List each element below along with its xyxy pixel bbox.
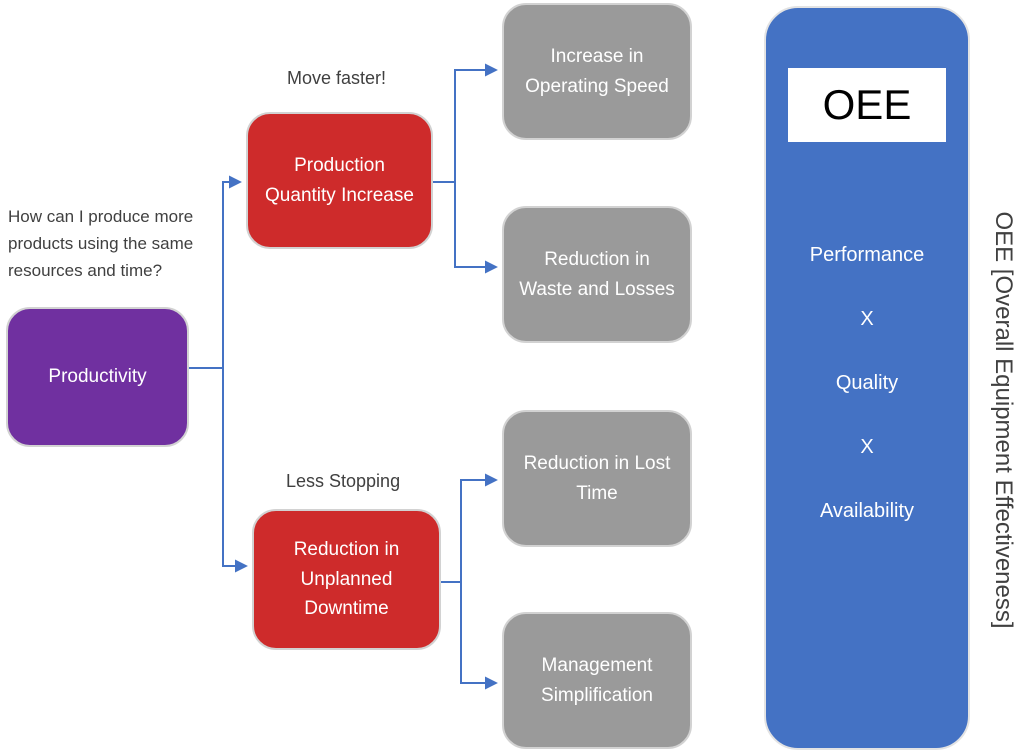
node-management-simplification-label: Management Simplification [541, 655, 653, 706]
oee-factors: Performance X Quality X Availability [766, 241, 968, 525]
oee-factor-multiply-2: X [860, 436, 874, 458]
connector-quantity-to-waste [454, 182, 498, 274]
connector-productivity-to-quantity [189, 175, 242, 369]
oee-title-box: OEE [788, 68, 946, 142]
node-productivity-label: Productivity [48, 366, 147, 388]
oee-factor-multiply-1: X [860, 308, 874, 330]
node-reduction-lost-time: Reduction in Lost Time [502, 410, 692, 547]
annotation-move-faster: Move faster! [287, 68, 387, 88]
node-reduction-lost-time-label: Reduction in Lost Time [523, 453, 671, 504]
node-reduction-unplanned-downtime: Reduction in Unplanned Downtime [252, 509, 441, 650]
node-increase-operating-speed: Increase in Operating Speed [502, 3, 692, 140]
node-production-quantity-increase-label: Production Quantity Increase [265, 155, 414, 206]
node-reduction-unplanned-downtime-label: Reduction in Unplanned Downtime [293, 539, 400, 620]
node-productivity: Productivity [6, 307, 189, 447]
connector-productivity-to-downtime [222, 368, 248, 573]
oee-factor-quality: Quality [835, 372, 899, 394]
oee-factor-availability: Availability [819, 500, 915, 522]
node-production-quantity-increase: Production Quantity Increase [246, 112, 433, 249]
connector-downtime-to-management [460, 582, 498, 690]
oee-factor-performance: Performance [809, 244, 925, 266]
node-management-simplification: Management Simplification [502, 612, 692, 749]
node-increase-operating-speed-label: Increase in Operating Speed [525, 46, 669, 97]
node-reduction-waste-losses: Reduction in Waste and Losses [502, 206, 692, 343]
node-reduction-waste-losses-label: Reduction in Waste and Losses [519, 249, 675, 300]
connector-downtime-to-losttime [441, 473, 498, 583]
annotation-less-stopping: Less Stopping [286, 471, 401, 491]
oee-side-label: OEE [Overall Equipment Effectiveness] [990, 211, 1017, 629]
connector-quantity-to-speed [433, 63, 498, 183]
oee-title: OEE [822, 81, 912, 128]
oee-panel: OEE Performance X Quality X Availability [764, 6, 970, 750]
question-text: How can I produce more products using th… [8, 207, 194, 280]
